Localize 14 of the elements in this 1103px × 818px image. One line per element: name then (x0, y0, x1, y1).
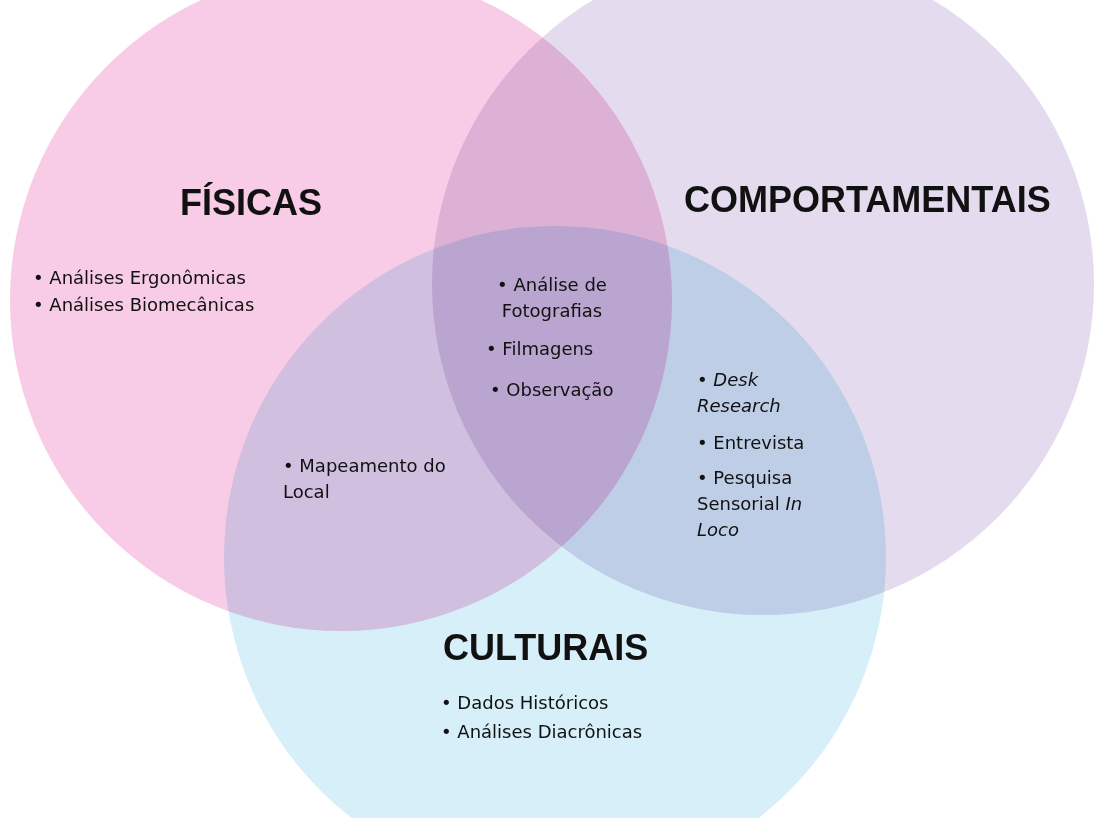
category-heading: CULTURAIS (443, 628, 650, 668)
list-item: • Dados Históricos (441, 691, 610, 715)
category-heading: COMPORTAMENTAIS (684, 180, 1052, 220)
list-item: • Pesquisa Sensorial In Loco (697, 466, 804, 542)
list-item: • Entrevista (697, 431, 806, 455)
category-heading: FÍSICAS (180, 183, 323, 223)
list-item: • Filmagens (486, 337, 595, 361)
list-item: • Mapeamento do Local (283, 454, 447, 504)
list-item: • Análises Ergonômicas (33, 266, 247, 290)
list-item: • Análises Biomecânicas (33, 293, 256, 317)
list-item: • Análises Diacrônicas (441, 720, 644, 744)
list-item: • Desk Research (697, 368, 782, 418)
list-item: • Análise de Fotografias (496, 273, 608, 323)
list-item: • Observação (490, 378, 615, 402)
